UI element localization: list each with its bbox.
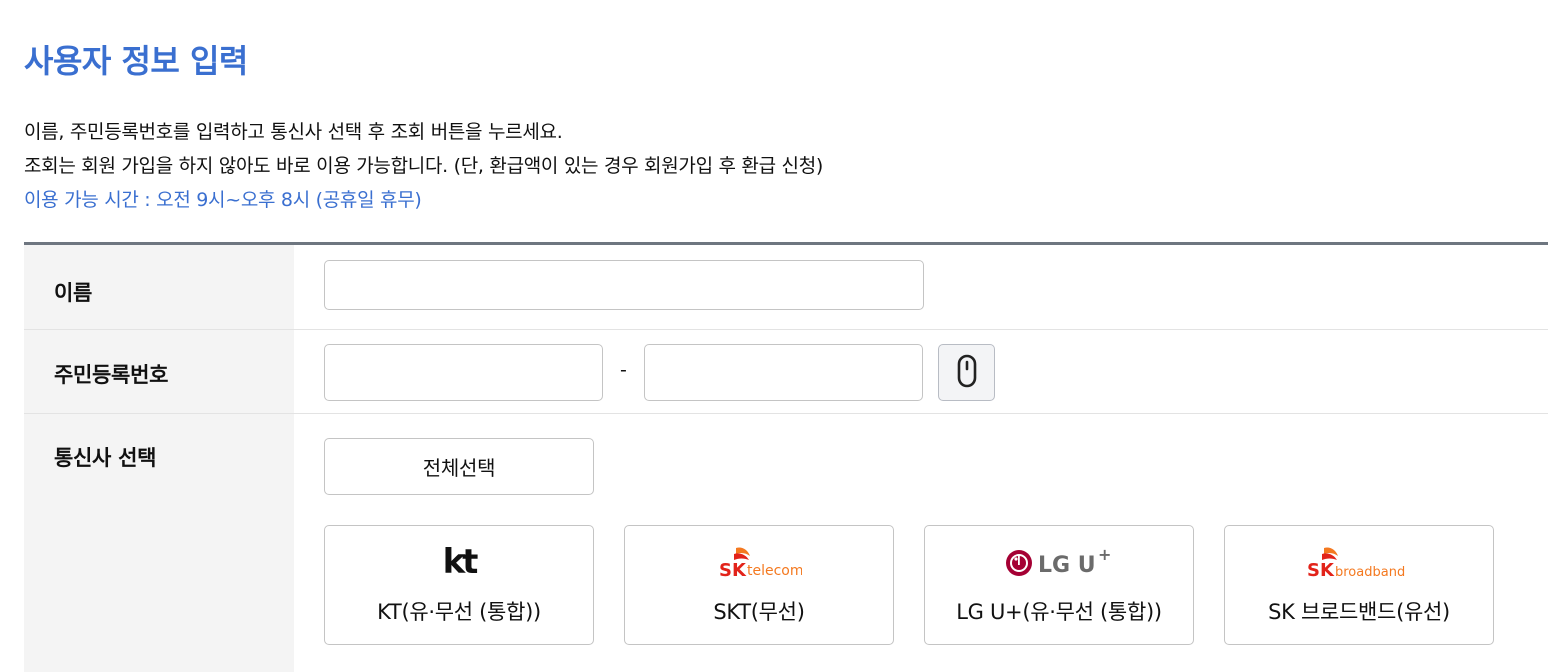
carrier-lguplus-button[interactable]: LG U + LG U+(유·무선 (통합)) xyxy=(924,525,1194,645)
carrier-skbroadband-button[interactable]: SK broadband SK 브로드밴드(유선) xyxy=(1224,525,1494,645)
carrier-kt-button[interactable]: kt KT(유·무선 (통합)) xyxy=(324,525,594,645)
rrn-first-input[interactable] xyxy=(324,344,603,401)
name-input[interactable] xyxy=(324,260,924,310)
svg-text:telecom: telecom xyxy=(747,563,802,579)
secure-keypad-button[interactable] xyxy=(938,344,995,401)
carrier-lguplus-label: LG U+(유·무선 (통합)) xyxy=(956,600,1162,624)
user-info-form: 이름 주민등록번호 - 통신사 선택 전체선택 kt KT(유·무선 (통합))… xyxy=(24,242,1548,672)
page-title: 사용자 정보 입력 xyxy=(24,42,248,80)
row-divider xyxy=(24,413,1548,414)
lg-uplus-logo-icon: LG U + xyxy=(925,542,1193,580)
instruction-text: 이름, 주민등록번호를 입력하고 통신사 선택 후 조회 버튼을 누르세요. xyxy=(24,121,563,143)
rrn-second-input[interactable] xyxy=(644,344,923,401)
svg-text:kt: kt xyxy=(443,543,479,579)
sk-telecom-logo-icon: SK telecom xyxy=(625,542,893,580)
instruction-note: 조회는 회원 가입을 하지 않아도 바로 이용 가능합니다. (단, 환급액이 … xyxy=(24,155,824,177)
sk-broadband-logo-icon: SK broadband xyxy=(1225,542,1493,580)
svg-text:SK: SK xyxy=(719,560,747,580)
mouse-icon xyxy=(957,354,977,392)
rrn-separator: - xyxy=(620,359,627,381)
svg-text:LG U: LG U xyxy=(1038,553,1096,578)
svg-text:SK: SK xyxy=(1307,560,1335,580)
carrier-skt-button[interactable]: SK telecom SKT(무선) xyxy=(624,525,894,645)
select-all-button[interactable]: 전체선택 xyxy=(324,438,594,495)
name-label: 이름 xyxy=(54,281,93,305)
carrier-skt-label: SKT(무선) xyxy=(713,600,805,624)
carrier-label: 통신사 선택 xyxy=(54,446,157,470)
rrn-label: 주민등록번호 xyxy=(54,363,169,387)
svg-text:+: + xyxy=(1098,545,1111,564)
form-label-column xyxy=(24,245,294,672)
row-divider xyxy=(24,329,1548,330)
carrier-kt-label: KT(유·무선 (통합)) xyxy=(377,600,541,624)
carrier-skbroadband-label: SK 브로드밴드(유선) xyxy=(1268,600,1450,624)
service-hours: 이용 가능 시간 : 오전 9시~오후 8시 (공휴일 휴무) xyxy=(24,189,422,211)
svg-text:broadband: broadband xyxy=(1335,565,1405,580)
kt-logo-icon: kt xyxy=(325,542,593,580)
